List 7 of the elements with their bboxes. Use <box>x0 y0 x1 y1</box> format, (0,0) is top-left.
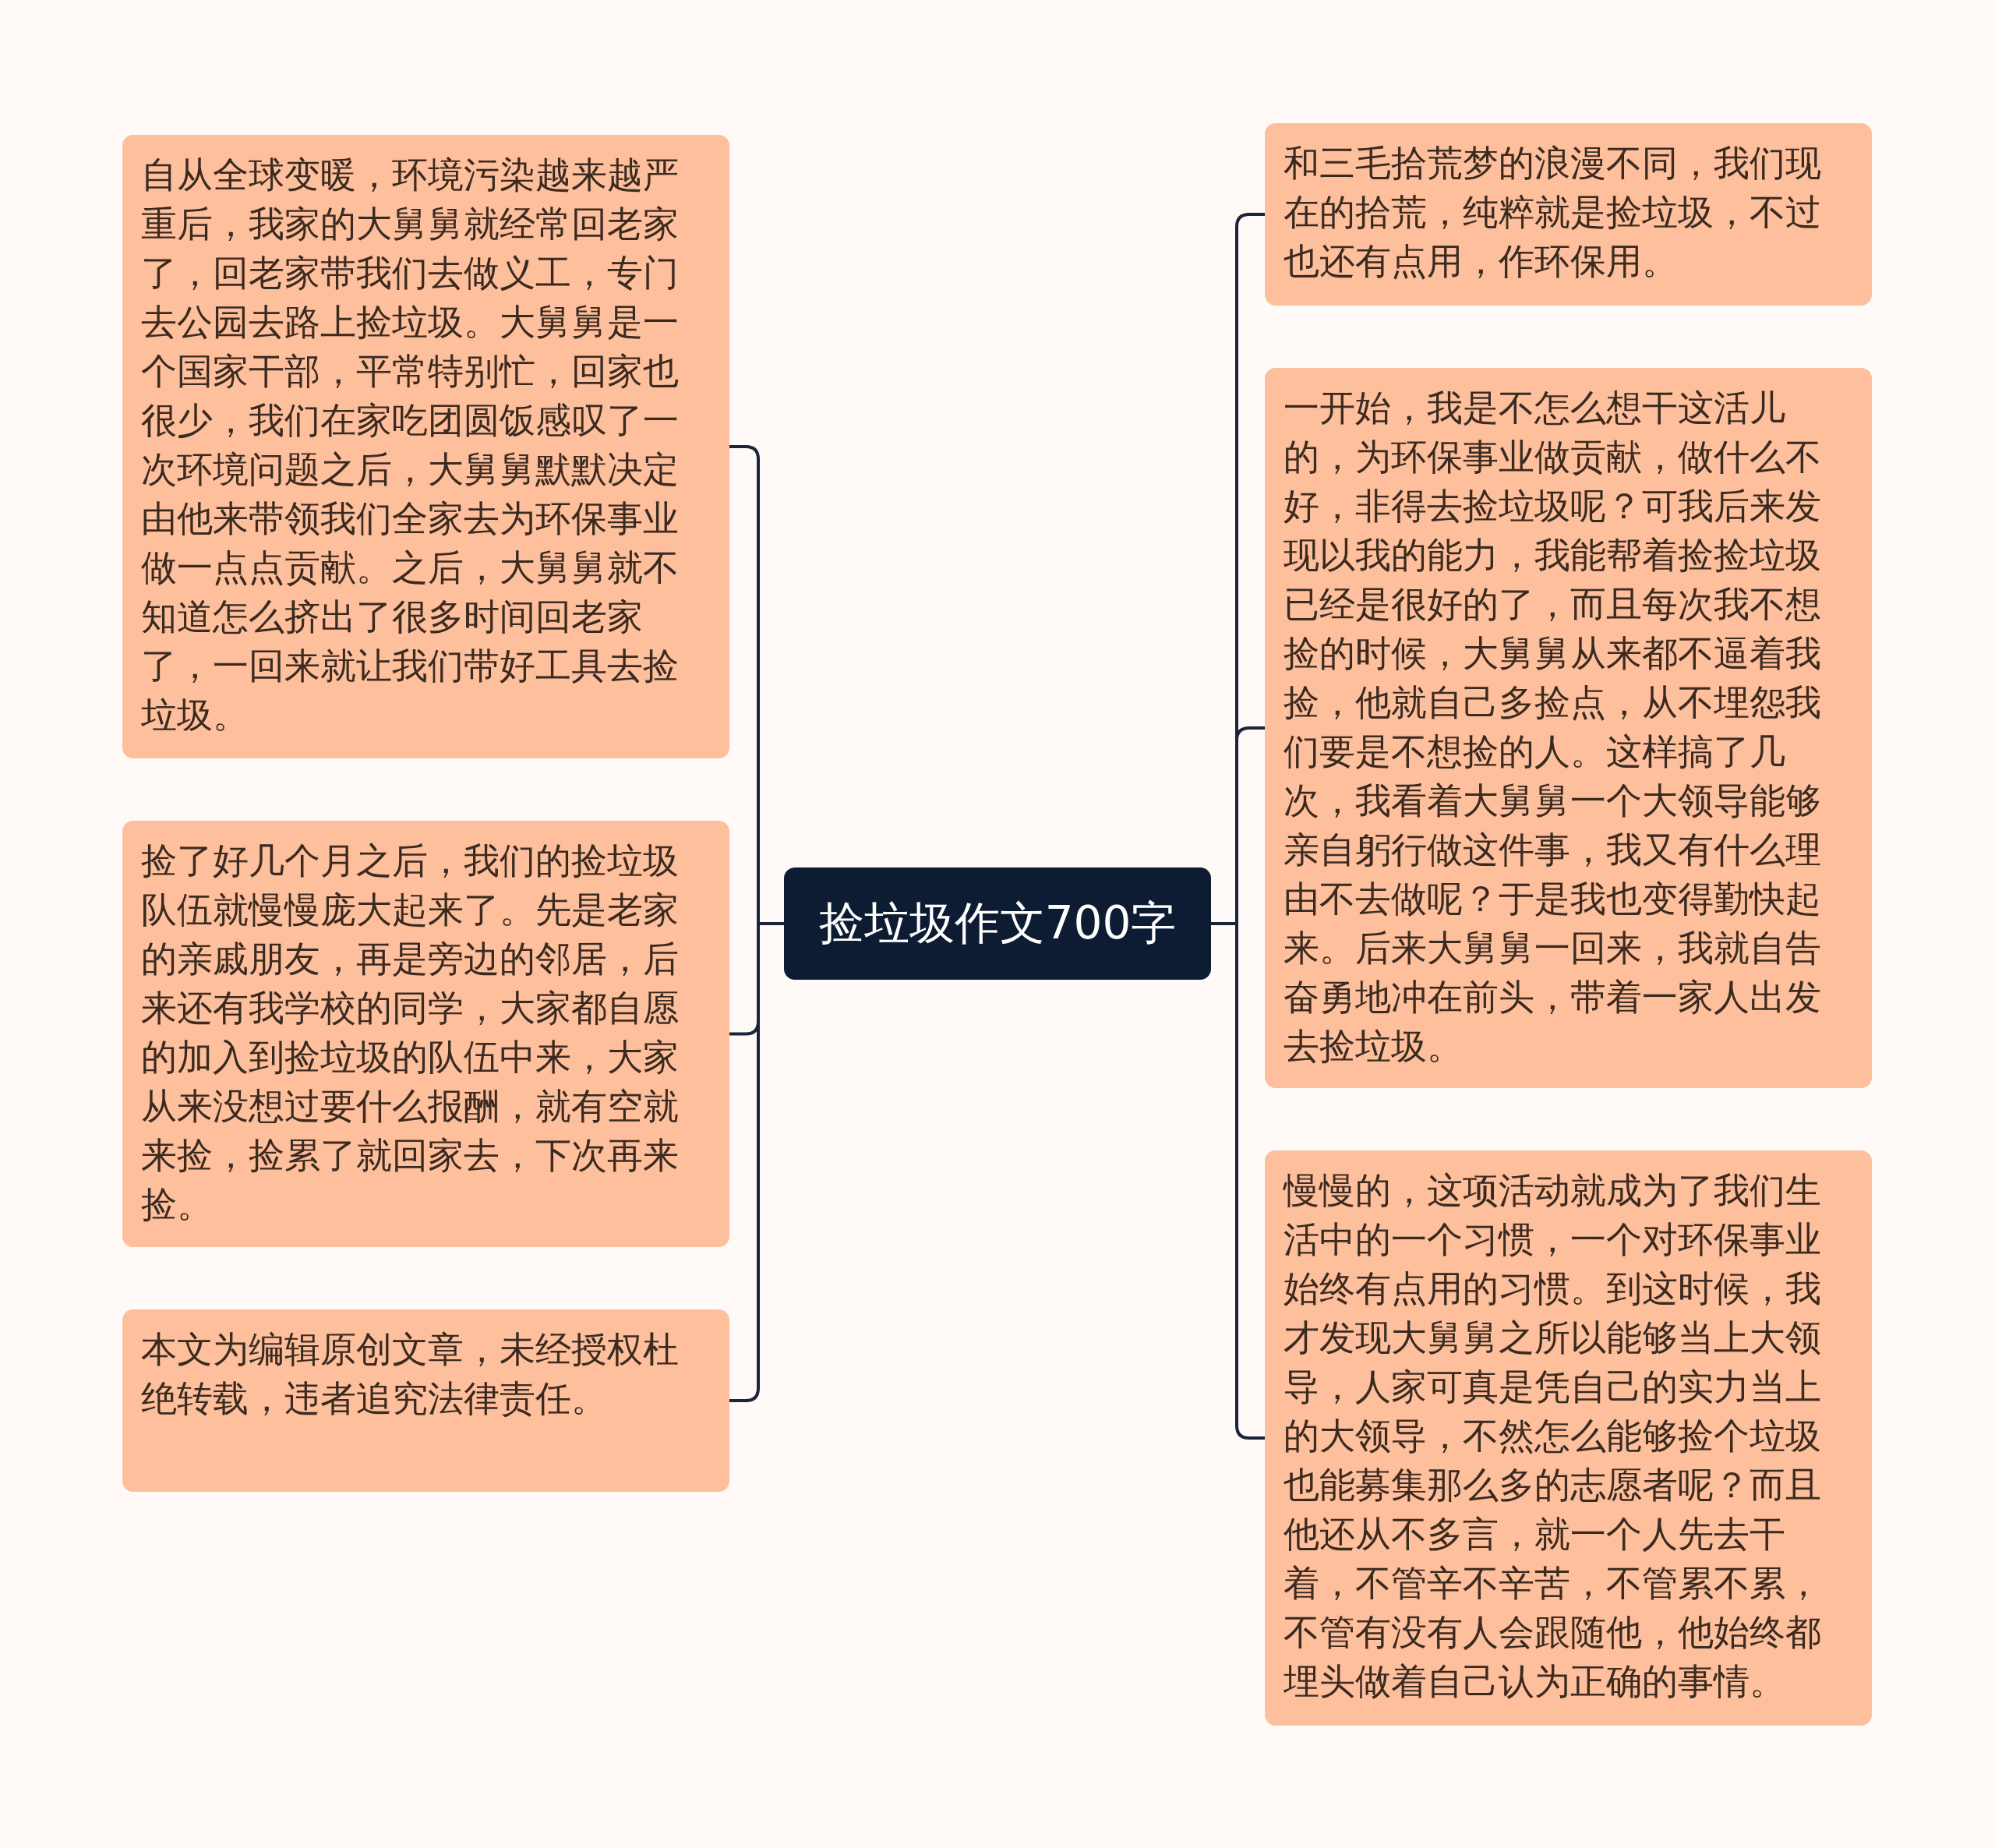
text-card: 和三毛拾荒梦的浪漫不同，我们现在的拾荒，纯粹就是捡垃圾，不过也还有点用，作环保用。 <box>1265 123 1872 306</box>
text-card: 本文为编辑原创文章，未经授权杜绝转载，违者追究法律责任。 <box>122 1309 729 1492</box>
text-card: 自从全球变暖，环境污染越来越严重后，我家的大舅舅就经常回老家了，回老家带我们去做义工，专门去公园去路上捡垃圾。大舅舅是一个国家干部，平常特别忙，回家也很少，我们在家吃团圆饭感叹了一次环境问题之后，大舅舅默默决定由他来带领我们全家去为环保事业做一点点贡献。之后，大舅舅就不知道怎么挤出了很多时间回老家了，一回来就让我们带好工具去捡垃圾。 <box>122 135 729 758</box>
text-card: 一开始，我是不怎么想干这活儿的，为环保事业做贡献，做什么不好，非得去捡垃圾呢？可我后来发现以我的能力，我能帮着捡捡垃圾已经是很好的了，而且每次我不想捡的时候，大舅舅从来都不逼着我捡，他就自己多捡点，从不埋怨我们要是不想捡的人。这样搞了几次，我看着大舅舅一个大领导能够亲自躬行做这件事，我又有什么理由不去做呢？于是我也变得勤快起来。后来大舅舅一回来，我就自告奋勇地冲在前头，带着一家人出发去捡垃圾。 <box>1265 368 1872 1088</box>
text-card: 慢慢的，这项活动就成为了我们生活中的一个习惯，一个对环保事业始终有点用的习惯。到这时候，我才发现大舅舅之所以能够当上大领导，人家可真是凭自己的实力当上的大领导，不然怎么能够捡个垃圾也能募集那么多的志愿者呢？而且他还从不多言，就一个人先去干着，不管辛不辛苦，不管累不累，不管有没有人会跟随他，他始终都埋头做着自己认为正确的事情。 <box>1265 1150 1872 1726</box>
topic-box: 捡垃圾作文700字 <box>784 867 1211 980</box>
text-card: 捡了好几个月之后，我们的捡垃圾队伍就慢慢庞大起来了。先是老家的亲戚朋友，再是旁边的邻居，后来还有我学校的同学，大家都自愿的加入到捡垃圾的队伍中来，大家从来没想过要什么报酬，就有空就来捡，捡累了就回家去，下次再来捡。 <box>122 821 729 1247</box>
